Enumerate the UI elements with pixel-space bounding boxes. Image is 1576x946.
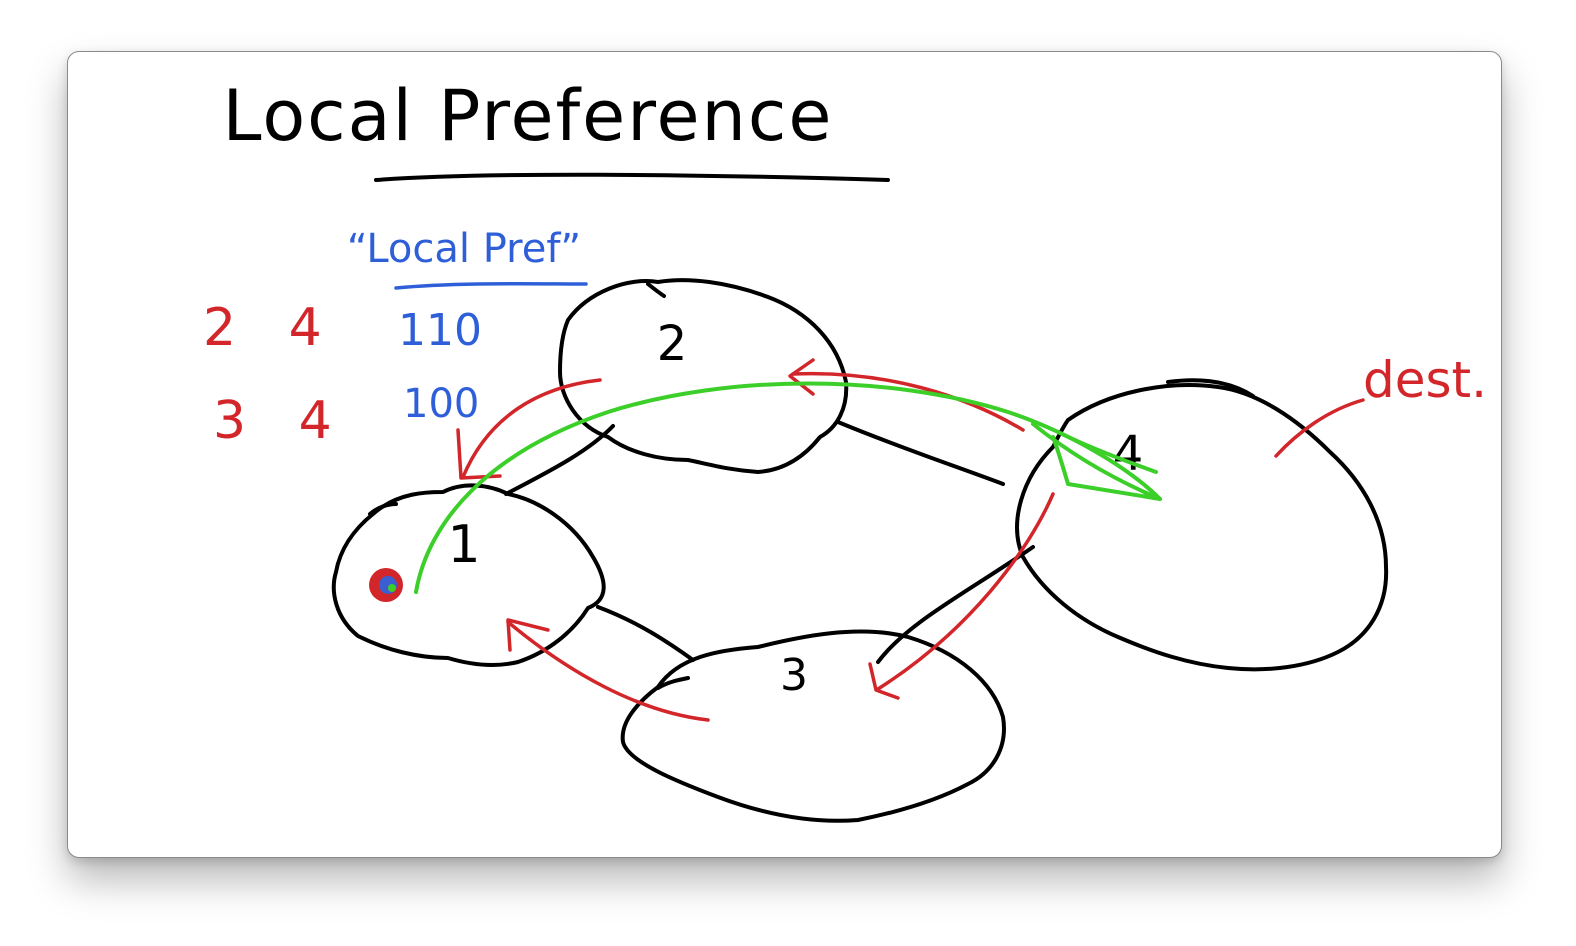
local-pref-underline: [394, 281, 588, 290]
link-1-2: [504, 424, 615, 496]
link-1-3: [596, 605, 695, 662]
row2-pref: 100: [403, 381, 479, 427]
row1-pref: 110: [398, 305, 482, 356]
chosen-path-arrowhead-2: [1056, 430, 1158, 474]
row1-path: 2 4: [203, 298, 340, 358]
as4-cloud-tick: [1166, 378, 1255, 398]
chosen-path-arrowhead: [1031, 422, 1162, 501]
as3-label: 3: [780, 650, 808, 701]
whiteboard-canvas: Local Preference “Local Pref” 2 4 110 3 …: [203, 75, 1487, 823]
route-3-to-1-arrowhead: [506, 618, 550, 652]
as2-label: 2: [657, 316, 688, 372]
as3-cloud-tick: [656, 676, 690, 690]
dest-pointer: [1274, 398, 1365, 458]
as2-cloud: [558, 278, 849, 474]
chosen-path: [414, 381, 1162, 594]
local-pref-label: “Local Pref”: [347, 226, 581, 272]
route-4-to-3: [876, 492, 1055, 691]
source-router-dot: [388, 584, 396, 592]
as1-label: 1: [447, 515, 480, 575]
as1-cloud-tick: [368, 502, 398, 516]
dest-label: dest.: [1363, 351, 1487, 409]
route-4-to-2-arrowhead: [788, 358, 815, 396]
as1-cloud: [331, 483, 606, 667]
as3-cloud: [620, 629, 1006, 823]
row2-path: 3 4: [213, 391, 350, 451]
route-4-to-3-arrowhead: [868, 662, 900, 700]
whiteboard-window: Local Preference “Local Pref” 2 4 110 3 …: [67, 51, 1502, 858]
route-3-to-1: [506, 620, 710, 722]
link-3-4: [876, 545, 1035, 664]
link-2-4: [836, 420, 1005, 486]
page-title: Local Preference: [223, 75, 834, 157]
as4-cloud: [1015, 383, 1389, 672]
title-underline: [374, 172, 890, 182]
route-4-to-2: [791, 371, 1025, 432]
route-2-to-1: [461, 378, 602, 479]
as2-cloud-tick: [646, 282, 666, 298]
